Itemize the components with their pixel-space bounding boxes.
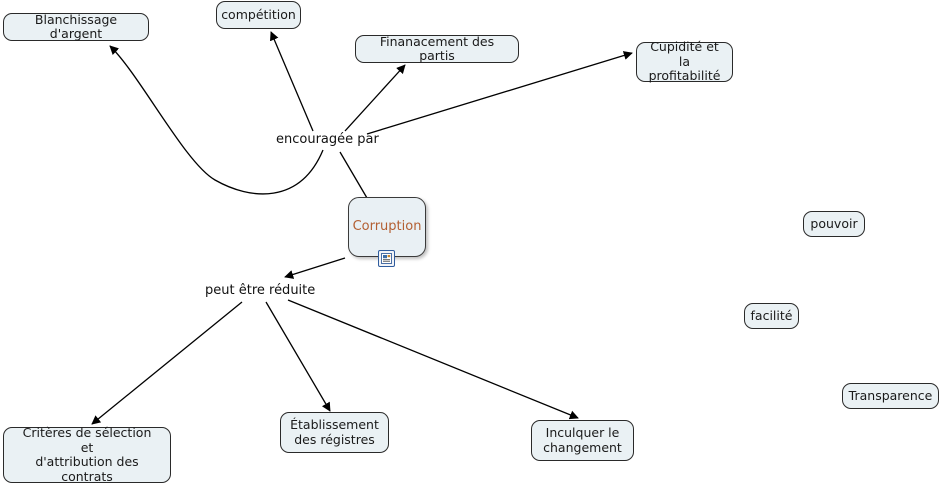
- node-transparence-label: Transparence: [848, 387, 933, 403]
- node-etablissement-label: Établissement des régistres: [290, 417, 379, 447]
- node-cupidite-label: Cupidité et la profitabilité: [648, 39, 721, 84]
- edge-label-peut-etre-reduite: peut être réduite: [205, 283, 316, 298]
- node-competition-label: compétition: [221, 6, 296, 22]
- edge-encouragee-blanchissage: [109, 45, 324, 195]
- node-pouvoir[interactable]: pouvoir: [803, 211, 865, 237]
- node-facilite[interactable]: facilité: [744, 303, 799, 329]
- edge-label-encouragee-par: encouragée par: [276, 132, 379, 147]
- edge-reduite-inculquer: [287, 299, 579, 420]
- node-criteres-de-selection[interactable]: Critères de sélection et d'attribution d…: [3, 425, 171, 484]
- node-criteres-label: Critères de sélection et d'attribution d…: [22, 425, 152, 484]
- edge-reduite-etablissement: [265, 301, 331, 412]
- node-transparence[interactable]: Transparence: [842, 383, 939, 409]
- node-corruption-label: Corruption: [352, 218, 422, 234]
- node-etablissement-des-registres[interactable]: Établissement des régistres: [280, 412, 389, 453]
- edge-reduite-criteres: [91, 301, 243, 425]
- node-corruption[interactable]: Corruption: [348, 197, 426, 257]
- node-pouvoir-label: pouvoir: [810, 215, 858, 231]
- node-financement-label: Finanacement des partis: [379, 33, 495, 63]
- node-blanchissage-label: Blanchissage d'argent: [34, 11, 118, 41]
- node-cupidite-et-la-profitabilite[interactable]: Cupidité et la profitabilité: [636, 39, 733, 84]
- node-facilite-label: facilité: [750, 307, 793, 323]
- node-finanacement-des-partis[interactable]: Finanacement des partis: [355, 33, 519, 63]
- edge-corruption-encouragee: [339, 151, 368, 199]
- note-document-icon[interactable]: [378, 250, 395, 267]
- edge-encouragee-financement: [344, 64, 406, 132]
- node-inculquer-label: Inculquer le changement: [543, 425, 622, 455]
- node-competition[interactable]: compétition: [216, 1, 301, 29]
- edge-encouragee-competition: [270, 31, 314, 132]
- node-inculquer-le-changement[interactable]: Inculquer le changement: [531, 420, 634, 461]
- edge-encouragee-cupidite: [366, 51, 633, 135]
- node-blanchissage-d-argent[interactable]: Blanchissage d'argent: [3, 11, 149, 41]
- edge-corruption-reduite: [284, 257, 346, 279]
